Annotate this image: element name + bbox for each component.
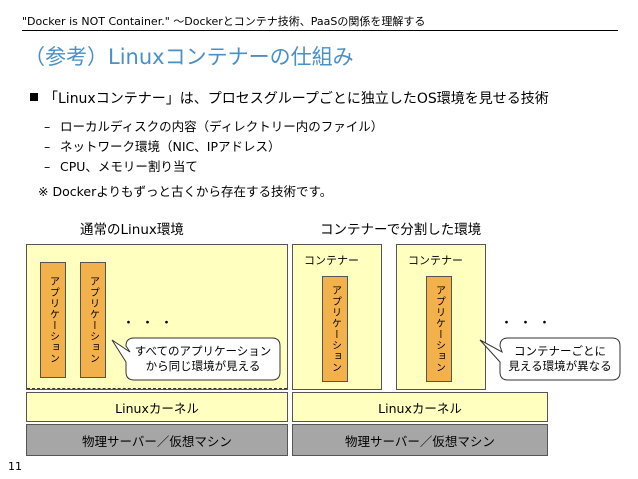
container-label: コンテナー xyxy=(408,254,463,267)
square-bullet-icon xyxy=(30,93,38,101)
container-2-app: アプリケーション xyxy=(426,276,452,382)
sub-bullet: –CPU、メモリー割り当て xyxy=(44,156,198,175)
container-label: コンテナー xyxy=(304,254,359,267)
callout-line: コンテナーごとに xyxy=(514,344,606,358)
main-bullet-text: 「Linuxコンテナー」は、プロセスグループごとに独立したOS環境を見せる技術 xyxy=(44,91,549,107)
right-callout-text: コンテナーごとに 見える環境が異なる xyxy=(502,344,618,374)
left-kernel: Linuxカーネル xyxy=(26,392,288,422)
dash-marker: – xyxy=(44,159,51,174)
right-diagram-title: コンテナーで分割した環境 xyxy=(320,222,482,238)
app-label: アプリケーション xyxy=(433,285,445,373)
left-diagram-title: 通常のLinux環境 xyxy=(80,222,184,238)
dash-marker: – xyxy=(44,139,51,154)
main-bullet: 「Linuxコンテナー」は、プロセスグループごとに独立したOS環境を見せる技術 xyxy=(30,88,549,108)
left-environment-boundary xyxy=(27,388,287,389)
left-hardware: 物理サーバー／仮想マシン xyxy=(26,424,288,456)
callout-line: すべてのアプリケーション xyxy=(134,344,272,358)
left-app-2: アプリケーション xyxy=(80,262,106,378)
sub-bullet: –ローカルディスクの内容（ディレクトリー内のファイル） xyxy=(44,116,383,135)
header-divider xyxy=(22,30,618,31)
app-label: アプリケーション xyxy=(87,276,99,364)
note-text: ※ Dockerよりもずっと古くから存在する技術です。 xyxy=(38,184,333,199)
slide-header: "Docker is NOT Container." 〜Dockerとコンテナ技… xyxy=(22,15,426,28)
app-label: アプリケーション xyxy=(329,285,341,373)
sub-bullet-text: CPU、メモリー割り当て xyxy=(60,159,198,174)
dash-marker: – xyxy=(44,119,51,134)
right-kernel: Linuxカーネル xyxy=(292,392,548,422)
right-ellipsis: ・・・ xyxy=(500,316,558,331)
slide-title: （参考）Linuxコンテナーの仕組み xyxy=(24,45,354,69)
left-app-1: アプリケーション xyxy=(40,262,66,378)
callout-line: 見える環境が異なる xyxy=(508,359,612,373)
app-label: アプリケーション xyxy=(47,276,59,364)
sub-bullet-text: ネットワーク環境（NIC、IPアドレス） xyxy=(60,139,281,154)
sub-bullet-text: ローカルディスクの内容（ディレクトリー内のファイル） xyxy=(60,119,384,134)
left-ellipsis: ・・・ xyxy=(122,316,180,331)
container-1-app: アプリケーション xyxy=(322,276,348,382)
page-number: 11 xyxy=(8,460,22,473)
sub-bullet: –ネットワーク環境（NIC、IPアドレス） xyxy=(44,136,281,155)
left-callout-text: すべてのアプリケーション から同じ環境が見える xyxy=(128,344,278,374)
right-hardware: 物理サーバー／仮想マシン xyxy=(292,424,548,456)
callout-line: から同じ環境が見える xyxy=(145,359,261,373)
